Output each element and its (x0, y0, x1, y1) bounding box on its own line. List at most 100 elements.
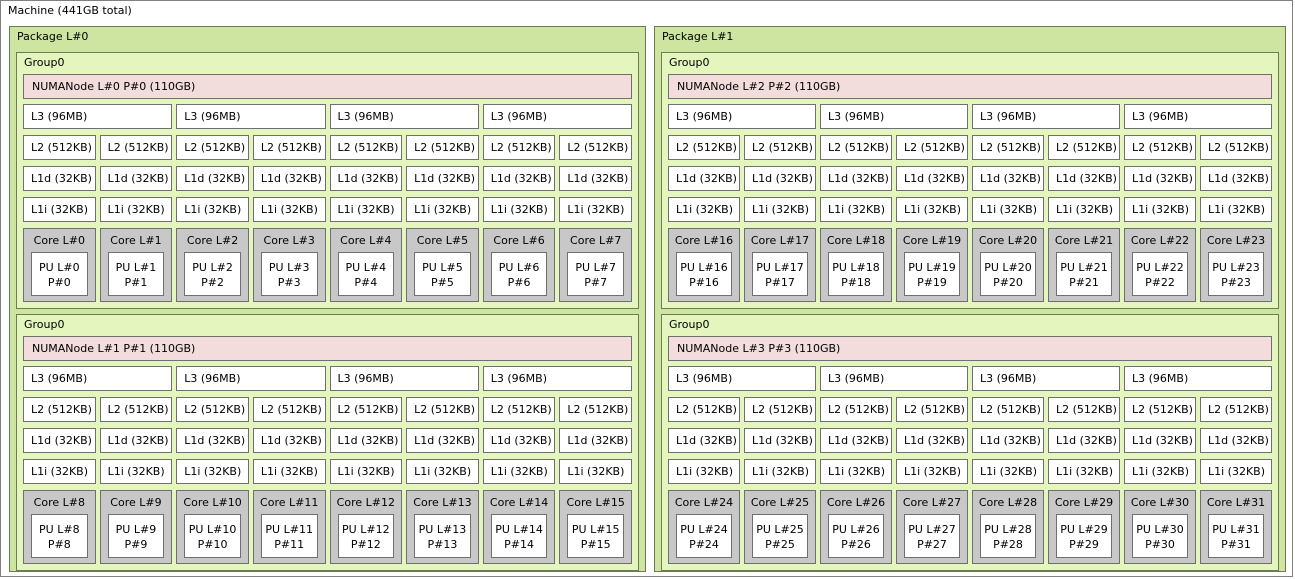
l2-cache-box[interactable]: L2 (512KB) (559, 397, 632, 422)
l3-cache-box[interactable]: L3 (96MB) (23, 366, 173, 391)
l1d-cache-box[interactable]: L1d (32KB) (329, 428, 403, 453)
l2-cache-box[interactable]: L2 (512KB) (559, 135, 632, 160)
l2-cache-box[interactable]: L2 (512KB) (329, 135, 403, 160)
l1d-cache-box[interactable]: L1d (32KB) (23, 428, 96, 453)
l1d-cache-box[interactable]: L1d (32KB) (972, 166, 1044, 191)
l2-cache-box[interactable]: L2 (512KB) (406, 397, 479, 422)
l1i-cache-box[interactable]: L1i (32KB) (406, 197, 479, 222)
l1d-cache-box[interactable]: L1d (32KB) (99, 166, 173, 191)
l2-cache-box[interactable]: L2 (512KB) (1200, 135, 1272, 160)
l2-cache-box[interactable]: L2 (512KB) (668, 397, 740, 422)
l1i-cache-box[interactable]: L1i (32KB) (482, 197, 556, 222)
l3-cache-box[interactable]: L3 (96MB) (668, 366, 816, 391)
l1d-cache-box[interactable]: L1d (32KB) (744, 166, 816, 191)
l1i-cache-box[interactable]: L1i (32KB) (99, 459, 173, 484)
l2-cache-box[interactable]: L2 (512KB) (1200, 397, 1272, 422)
l2-cache-box[interactable]: L2 (512KB) (329, 397, 403, 422)
l1d-cache-box[interactable]: L1d (32KB) (896, 428, 968, 453)
l1d-cache-box[interactable]: L1d (32KB) (820, 166, 892, 191)
l2-cache-box[interactable]: L2 (512KB) (744, 135, 816, 160)
l1i-cache-box[interactable]: L1i (32KB) (972, 459, 1044, 484)
l3-cache-box[interactable]: L3 (96MB) (482, 104, 632, 129)
l1d-cache-box[interactable]: L1d (32KB) (559, 428, 632, 453)
l2-cache-box[interactable]: L2 (512KB) (23, 135, 96, 160)
l1d-cache-box[interactable]: L1d (32KB) (1200, 428, 1272, 453)
l1d-cache-box[interactable]: L1d (32KB) (1124, 428, 1196, 453)
l1d-cache-box[interactable]: L1d (32KB) (176, 166, 249, 191)
l1d-cache-box[interactable]: L1d (32KB) (1124, 166, 1196, 191)
l2-cache-box[interactable]: L2 (512KB) (1124, 397, 1196, 422)
l2-cache-box[interactable]: L2 (512KB) (1048, 397, 1120, 422)
l2-cache-box[interactable]: L2 (512KB) (820, 397, 892, 422)
l2-cache-box[interactable]: L2 (512KB) (176, 397, 249, 422)
l2-cache-box[interactable]: L2 (512KB) (99, 135, 173, 160)
l1d-cache-box[interactable]: L1d (32KB) (252, 166, 326, 191)
l3-cache-box[interactable]: L3 (96MB) (329, 104, 479, 129)
l1d-cache-box[interactable]: L1d (32KB) (668, 428, 740, 453)
l3-cache-box[interactable]: L3 (96MB) (820, 104, 968, 129)
l1d-cache-box[interactable]: L1d (32KB) (972, 428, 1044, 453)
l1i-cache-box[interactable]: L1i (32KB) (820, 459, 892, 484)
l2-cache-box[interactable]: L2 (512KB) (1048, 135, 1120, 160)
l2-cache-box[interactable]: L2 (512KB) (176, 135, 249, 160)
l1i-cache-box[interactable]: L1i (32KB) (482, 459, 556, 484)
l2-cache-box[interactable]: L2 (512KB) (972, 397, 1044, 422)
l2-cache-box[interactable]: L2 (512KB) (252, 397, 326, 422)
l1d-cache-box[interactable]: L1d (32KB) (406, 166, 479, 191)
l3-cache-box[interactable]: L3 (96MB) (329, 366, 479, 391)
l1i-cache-box[interactable]: L1i (32KB) (668, 197, 740, 222)
l1d-cache-box[interactable]: L1d (32KB) (559, 166, 632, 191)
l1i-cache-box[interactable]: L1i (32KB) (23, 459, 96, 484)
l1i-cache-box[interactable]: L1i (32KB) (1200, 197, 1272, 222)
l1i-cache-box[interactable]: L1i (32KB) (972, 197, 1044, 222)
l2-cache-box[interactable]: L2 (512KB) (972, 135, 1044, 160)
l1d-cache-box[interactable]: L1d (32KB) (329, 166, 403, 191)
l1i-cache-box[interactable]: L1i (32KB) (23, 197, 96, 222)
l1i-cache-box[interactable]: L1i (32KB) (252, 197, 326, 222)
l3-cache-box[interactable]: L3 (96MB) (1124, 366, 1272, 391)
l1d-cache-box[interactable]: L1d (32KB) (406, 428, 479, 453)
l1d-cache-box[interactable]: L1d (32KB) (1048, 166, 1120, 191)
l1i-cache-box[interactable]: L1i (32KB) (252, 459, 326, 484)
l1i-cache-box[interactable]: L1i (32KB) (1124, 197, 1196, 222)
l1d-cache-box[interactable]: L1d (32KB) (99, 428, 173, 453)
